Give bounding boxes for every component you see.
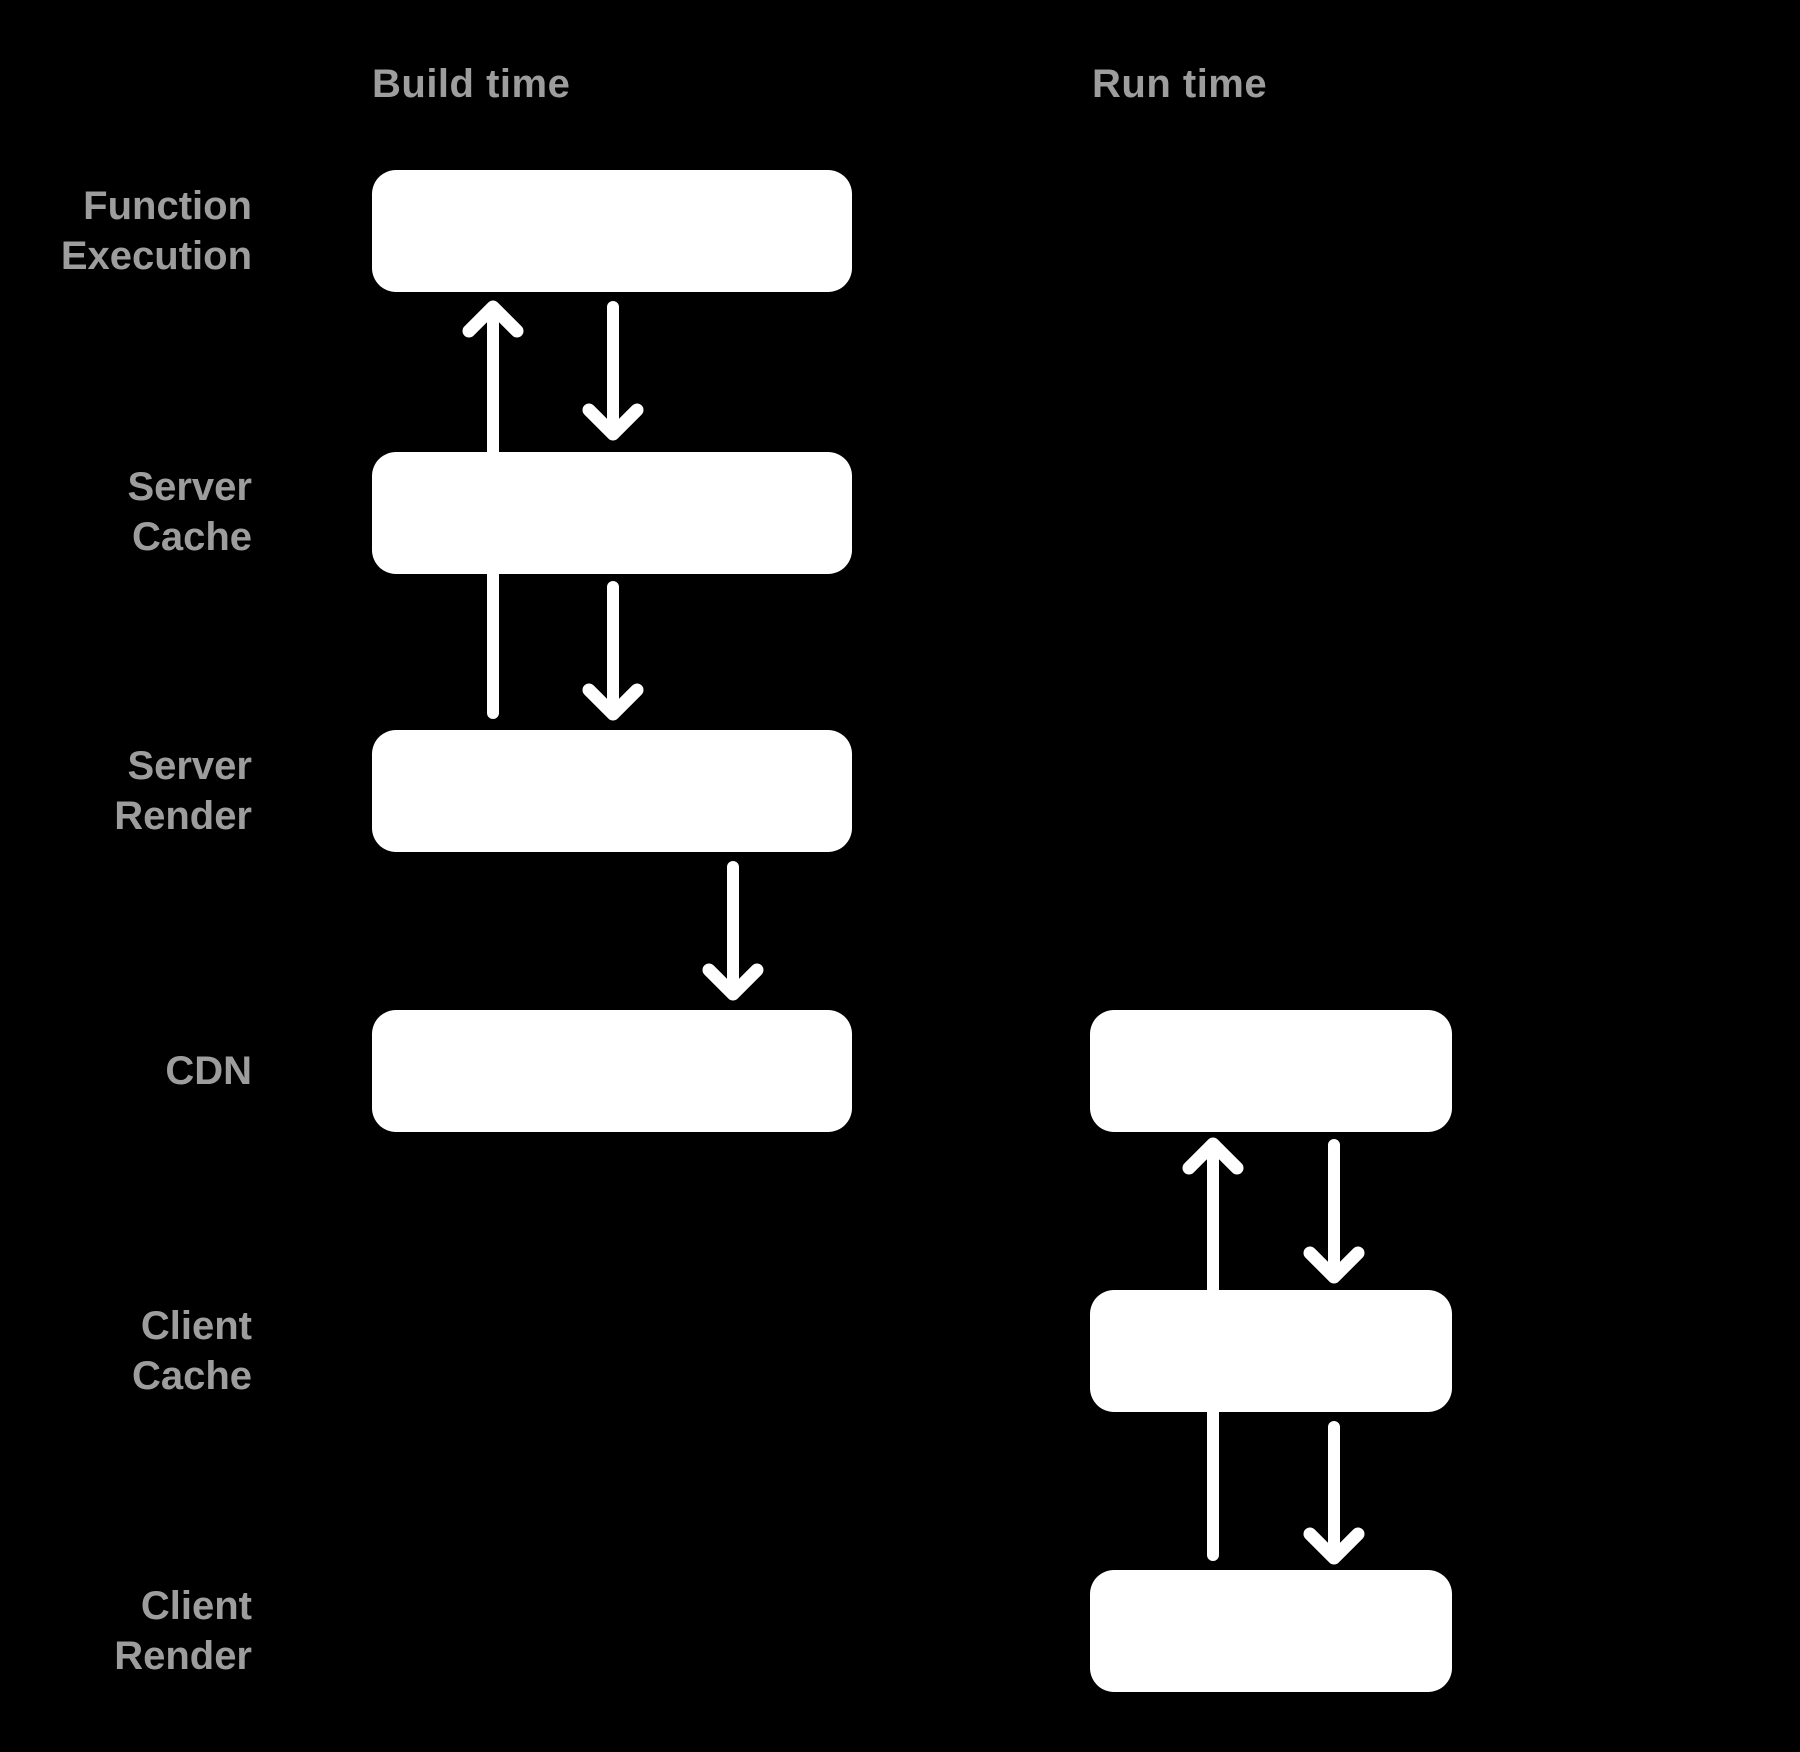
- arrow-server-render-to-cdn-down: [702, 861, 764, 1001]
- row-label-client-render: Client Render: [114, 1584, 252, 1678]
- node-build-server-cache: [372, 452, 852, 574]
- arrow-function-execution-to-server-cache-down: [582, 301, 644, 441]
- node-build-cdn: [372, 1010, 852, 1132]
- node-run-client-render: [1090, 1570, 1452, 1692]
- row-label-server-render: Server Render: [114, 744, 252, 838]
- row-label-cdn: CDN: [165, 1049, 252, 1093]
- node-build-server-render: [372, 730, 852, 852]
- arrow-client-cache-to-client-render-down: [1303, 1421, 1365, 1565]
- row-label-server-cache: Server Cache: [127, 465, 252, 559]
- node-build-function-execution: [372, 170, 852, 292]
- column-header-run-time: Run time: [1092, 62, 1268, 106]
- row-label-function-execution: Function Execution: [60, 184, 252, 278]
- arrow-cdn-to-client-cache-down: [1303, 1139, 1365, 1284]
- node-run-client-cache: [1090, 1290, 1452, 1412]
- row-label-client-cache: Client Cache: [131, 1304, 252, 1398]
- column-header-build-time: Build time: [372, 62, 571, 106]
- node-run-cdn: [1090, 1010, 1452, 1132]
- arrow-server-cache-to-server-render-down: [582, 581, 644, 721]
